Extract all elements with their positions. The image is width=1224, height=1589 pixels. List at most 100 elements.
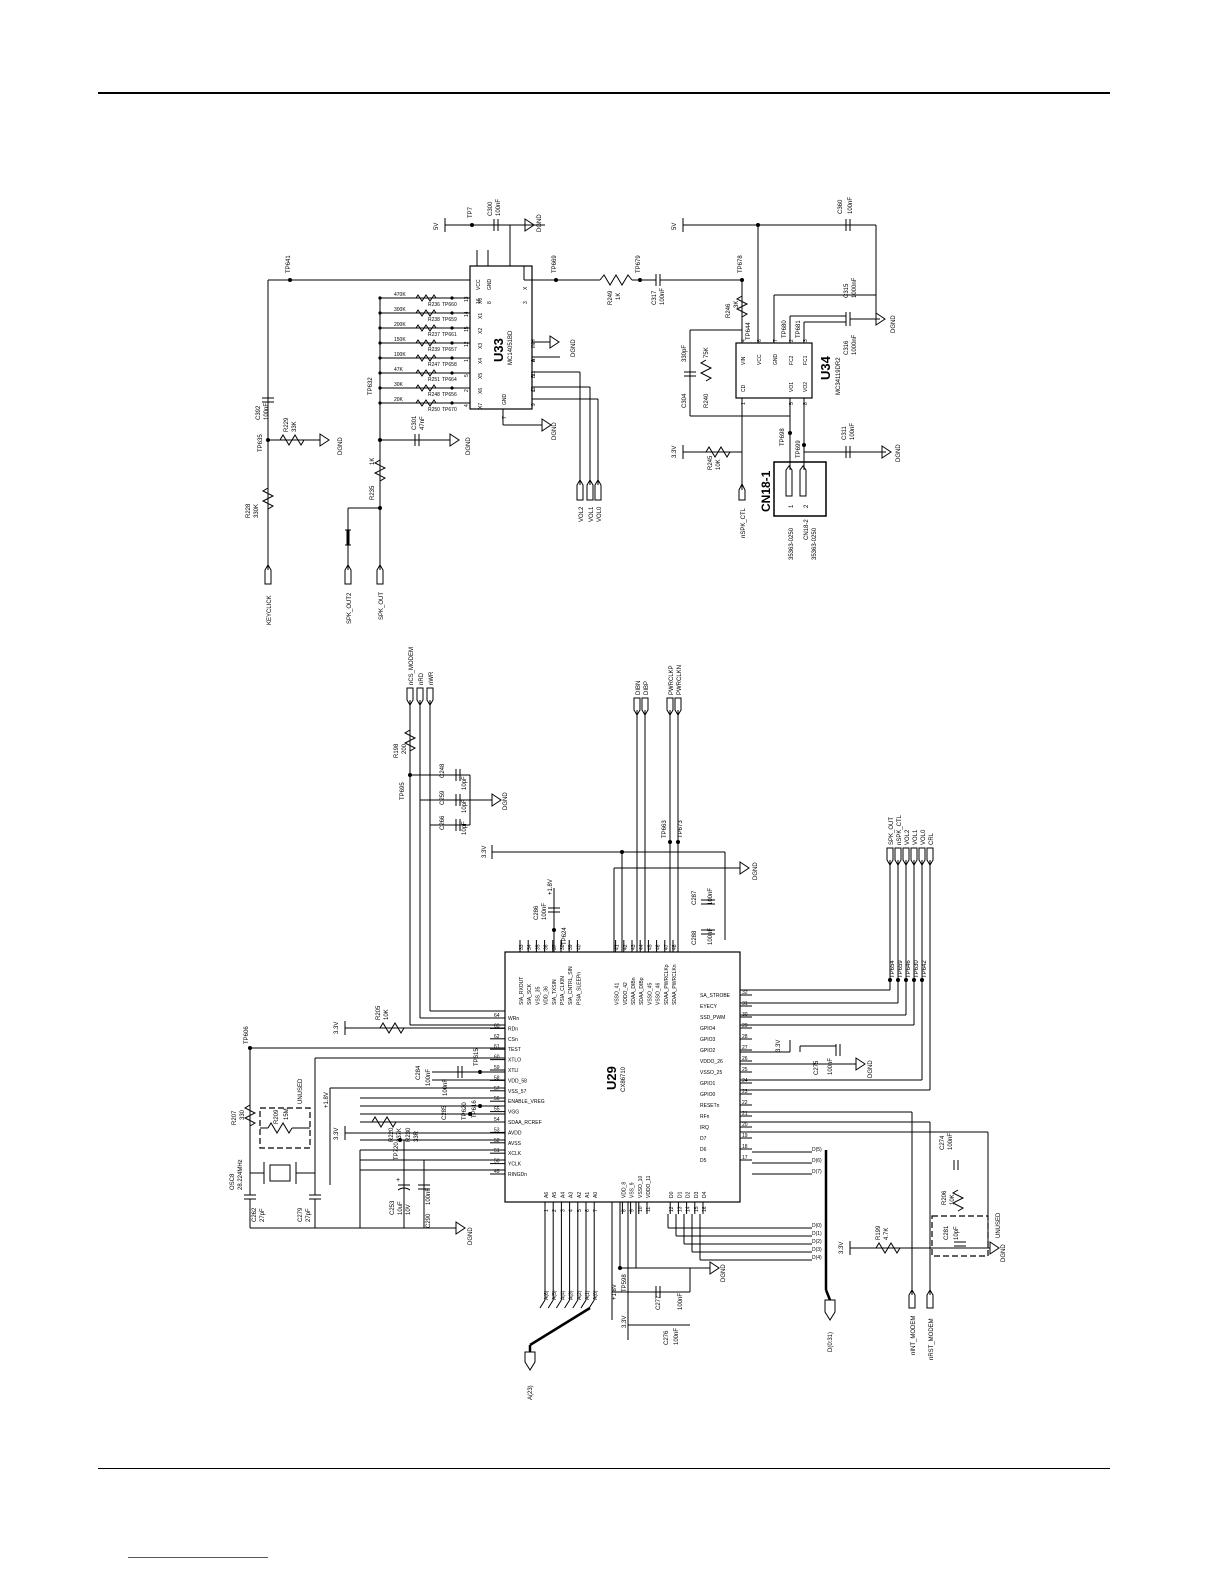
ladder-resistor-value: 150K [394, 337, 406, 343]
tp598-label: TP598 [622, 1274, 628, 1292]
c315-ref: C315 [844, 283, 850, 298]
cn18-body [773, 461, 827, 517]
r246-val: 3K [734, 301, 740, 308]
r246-ref: R246 [726, 303, 732, 318]
u34-pin-name: VO1 [789, 382, 795, 392]
r198-val: 200 [402, 743, 408, 754]
c275-ref: C275 [814, 1060, 820, 1075]
c288-val: 100nF [708, 928, 714, 945]
tp616-label: TP616 [472, 1100, 478, 1118]
keyclick-label: KEYCLICK [267, 595, 273, 625]
u33-body [469, 265, 533, 410]
u29-pin-name: GPIO1 [700, 1081, 716, 1087]
c300-val: 100nF [496, 199, 502, 216]
u29-pin-num: 42 [623, 944, 629, 950]
data-bus-line-label: D(0) [812, 1223, 822, 1229]
dgnd-inh: DGND [571, 339, 577, 357]
v18-top-label: +1.8V [548, 879, 554, 895]
r240-ref: R240 [704, 393, 710, 408]
u29-pin-num: 6 [585, 1209, 591, 1212]
ladder-resistor-value: 47K [394, 367, 404, 373]
r205-val: 10K [384, 1009, 390, 1020]
r245-val: 10K [716, 459, 722, 470]
cn18-ref2: CN18-2 [804, 519, 810, 540]
ladder-testpoint: TP657 [442, 347, 457, 353]
ladder-resistor-value: 20K [394, 397, 404, 403]
u33-5v-label: 5V [434, 223, 440, 230]
footer-link-underline[interactable] [128, 1557, 268, 1558]
data-bus-hi-line-label: D(6) [812, 1158, 822, 1164]
u29-pin-num: 62 [494, 1034, 500, 1040]
c300-ref: C300 [488, 201, 494, 216]
r249-val: 1K [616, 293, 622, 300]
u29-pin-name: PSIA_CLKIN [560, 976, 566, 1005]
u29-pin-name: RESETn [700, 1103, 720, 1109]
tp659b-label: TP659 [898, 960, 904, 978]
u29-pin-name: VSSO_45 [647, 983, 653, 1005]
tp646-label: TP646 [906, 960, 912, 978]
u33-pin-name: C [531, 388, 537, 392]
u34-pin-num: 1 [741, 402, 747, 405]
u33-part: MC14051BD [508, 330, 514, 365]
u29-pin-num: 23 [742, 1089, 748, 1095]
c311-val: 100nF [850, 423, 856, 440]
ladder-resistor-ref: R236 [428, 302, 440, 308]
u33-pin-name: GND [502, 394, 508, 406]
dgnd-c311: DGND [896, 444, 902, 462]
u33-pin-num: 14 [464, 311, 470, 317]
u33-pin-num: 10 [531, 386, 537, 392]
u29-pin-num: 32 [742, 990, 748, 996]
tp678-label: TP678 [738, 255, 744, 273]
u33-pin-name: GND [487, 279, 493, 291]
u29-pin-name: VDD_36 [544, 986, 550, 1005]
r235-ref: R235 [370, 485, 376, 500]
resistor-ladder: R236470KTP660R238300KTP659R237200KTP661R… [378, 292, 470, 413]
u29-pin-name: SDAA_DIBp [639, 977, 645, 1005]
c287-ref: C287 [692, 890, 698, 905]
c279-val: 27pF [306, 1208, 312, 1222]
u33-pin-name: VCC [476, 279, 482, 290]
u29-pin-num: 4 [569, 1209, 575, 1212]
c284-val: 100nF [426, 1069, 432, 1086]
u29-pin-name: TEST [508, 1047, 521, 1053]
u29-pin-name: SIA_RXOUT [519, 977, 525, 1005]
u29-pin-name: YCLK [508, 1162, 522, 1168]
u29-pin-name: VSSO_41 [615, 983, 621, 1005]
address-bus-line-label: A(4) [560, 1290, 566, 1300]
c253-plus: + [396, 1177, 400, 1184]
c360-ref: C360 [838, 199, 844, 214]
u29-pin-num: 26 [742, 1056, 748, 1062]
v18-left-label: +1.8V [324, 1092, 330, 1108]
c281-ref: C281 [944, 1225, 950, 1240]
c262-ref: C262 [252, 1207, 258, 1222]
u29-pin-name: SA_STROBE [700, 993, 731, 999]
r220-val: 237K [397, 1128, 403, 1142]
vol0-label-top: VOL0 [597, 506, 603, 522]
tp695-label: TP695 [400, 782, 406, 800]
tp699-label: TP699 [796, 440, 802, 458]
dgnd-c301: DGND [466, 437, 472, 455]
u34-ref: U34 [818, 355, 833, 380]
v33-top-label: 3.3V [482, 846, 488, 858]
vol0-right-label: VOL0 [921, 829, 927, 845]
ladder-resistor-ref: R238 [428, 317, 440, 323]
u34-pin-name: VCC [757, 354, 763, 365]
u29-pin-num: 37 [552, 944, 558, 950]
u29-pin-num: 61 [494, 1044, 500, 1050]
v33-bottom-label: 3.3V [622, 1316, 628, 1328]
dgnd-u33: DGND [552, 422, 558, 440]
u33-pin-num: 7 [502, 416, 508, 419]
u29-pin-name: SDAA_DIBn [631, 977, 637, 1005]
u29-pin-name: D7 [700, 1136, 707, 1142]
tp681-label: TP681 [796, 320, 802, 338]
u34-pin-name: GND [773, 354, 779, 366]
r245-ref: R245 [708, 455, 714, 470]
vol1-right-label: VOL1 [913, 829, 919, 845]
u33-pin-num: 9 [531, 403, 537, 406]
d-bus-label: D(0:31) [828, 1332, 834, 1352]
u29-pin-num: 2 [552, 1209, 558, 1212]
r240-val: 75K [704, 347, 710, 358]
ladder-resistor-value: 300K [394, 307, 406, 313]
ladder-resistor-ref: R248 [428, 392, 440, 398]
